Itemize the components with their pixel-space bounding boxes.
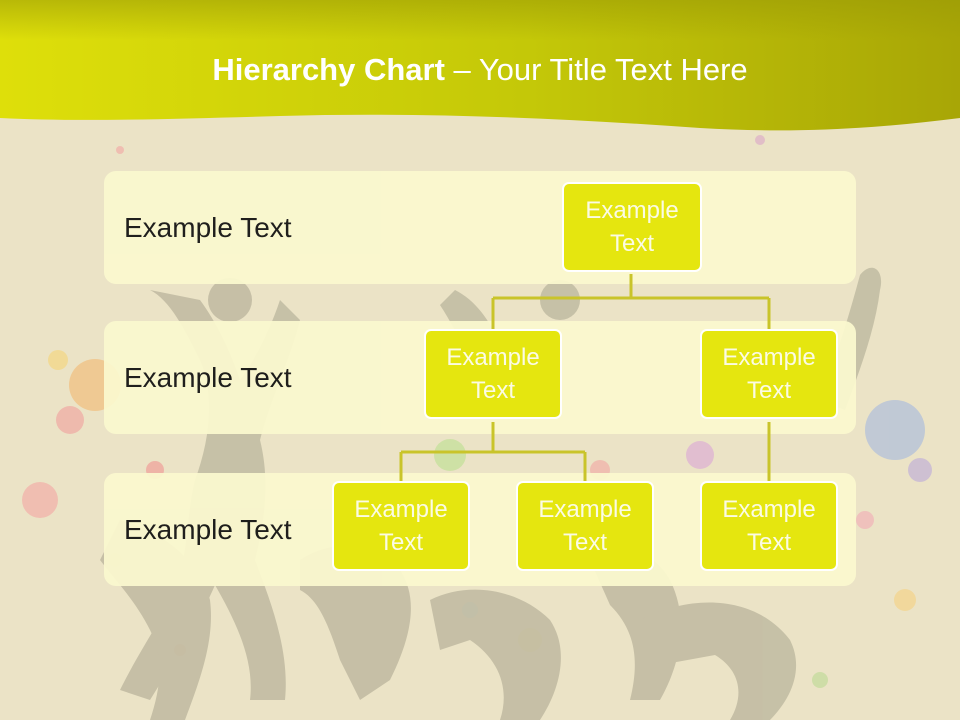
- connector-left-to-level3: [399, 422, 587, 481]
- node-level2-right-text: Example Text: [722, 344, 816, 404]
- header-shade: [0, 0, 960, 40]
- node-root-text: Example Text: [585, 197, 679, 257]
- node-level2-right: Example Text: [700, 329, 838, 419]
- slide-title: Hierarchy Chart – Your Title Text Here: [0, 52, 960, 88]
- node-level3-a-text: Example Text: [354, 496, 448, 556]
- level-label-1: Example Text: [124, 211, 292, 243]
- level-label-3: Example Text: [124, 513, 292, 545]
- node-level3-c: Example Text: [700, 481, 838, 571]
- node-level2-left-text: Example Text: [446, 344, 540, 404]
- node-level3-b-text: Example Text: [538, 496, 632, 556]
- node-level3-a: Example Text: [332, 481, 470, 571]
- node-level3-b: Example Text: [516, 481, 654, 571]
- level-band-1: Example Text: [104, 171, 856, 284]
- node-root: Example Text: [562, 182, 702, 272]
- title-rest: Your Title Text Here: [478, 52, 748, 87]
- node-level3-c-text: Example Text: [722, 496, 816, 556]
- title-bold: Hierarchy Chart: [212, 52, 445, 87]
- title-dash: –: [444, 52, 479, 87]
- node-level2-left: Example Text: [424, 329, 562, 419]
- connector-root-to-level2: [491, 274, 771, 329]
- level-label-2: Example Text: [124, 361, 292, 393]
